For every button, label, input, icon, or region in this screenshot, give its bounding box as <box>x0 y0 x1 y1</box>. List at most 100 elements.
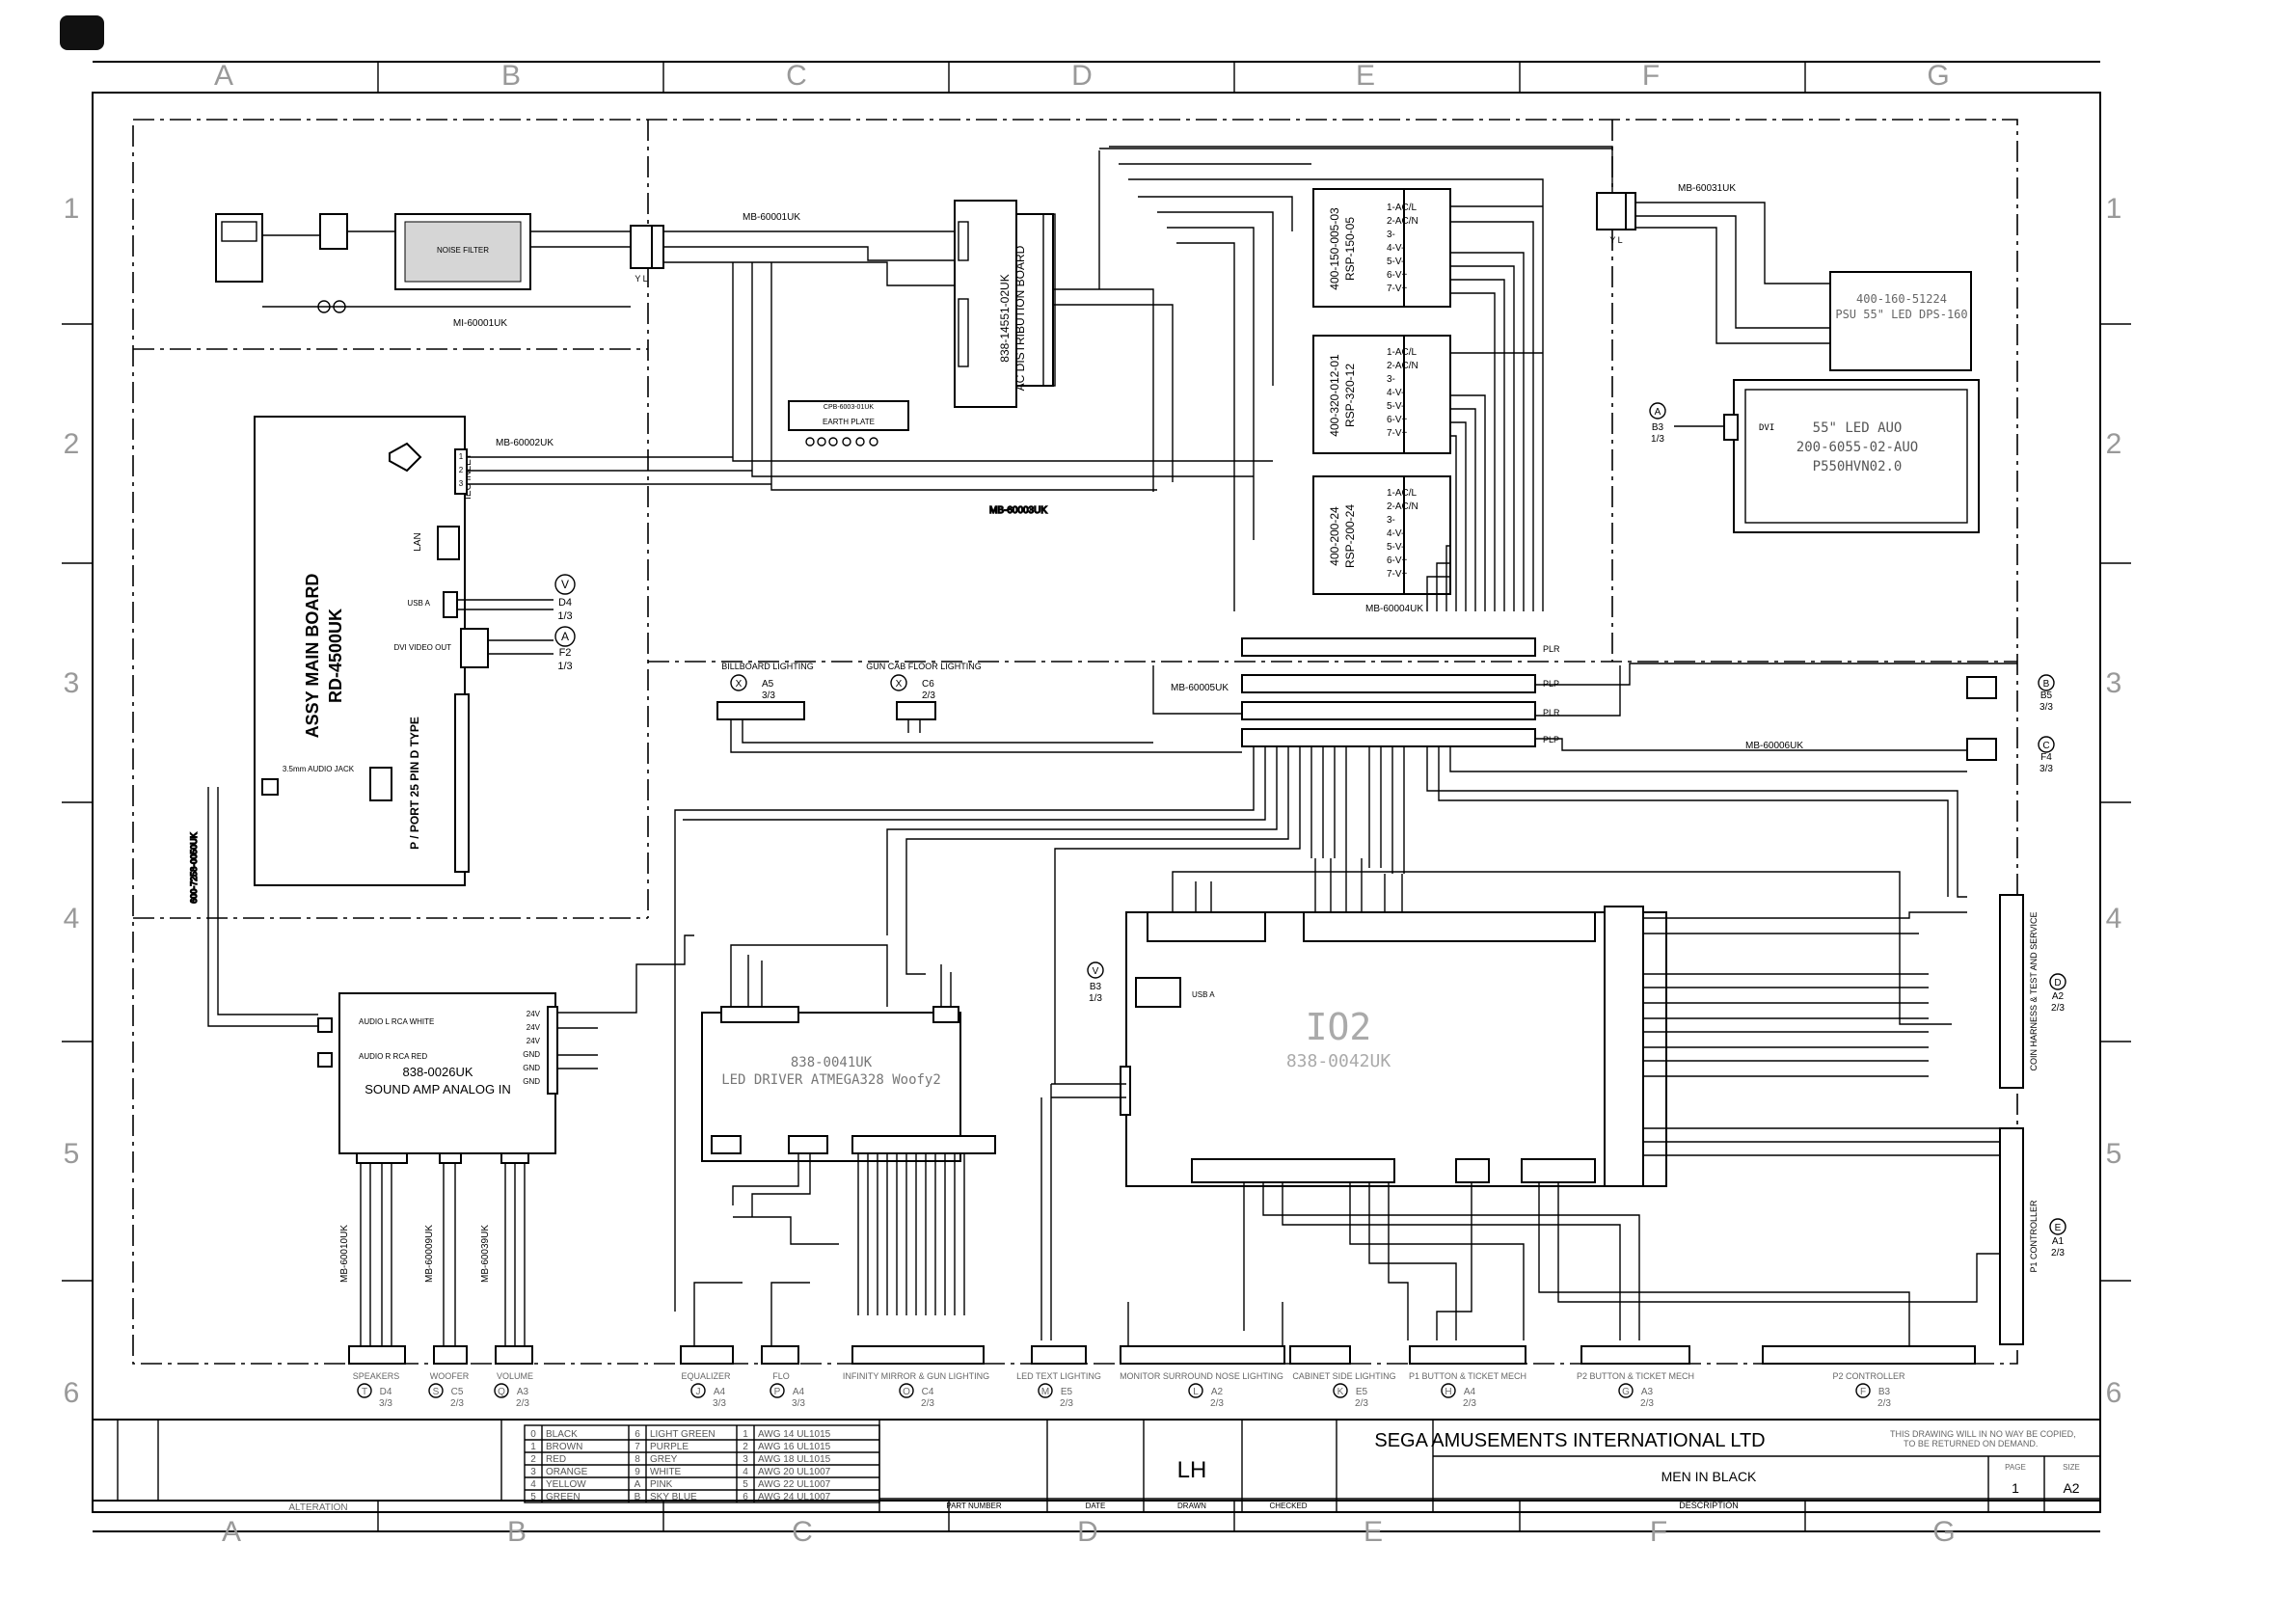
svg-text:LAN: LAN <box>413 532 423 551</box>
svg-text:F2: F2 <box>559 647 572 659</box>
svg-text:BILLBOARD LIGHTING: BILLBOARD LIGHTING <box>721 662 814 671</box>
outer-frame <box>92 92 2101 1502</box>
svg-text:MB-60004UK: MB-60004UK <box>1365 604 1423 614</box>
svg-text:2/3: 2/3 <box>1640 1398 1654 1409</box>
right-ref-c: C F4 3/3 MB-60006UK <box>1745 736 2055 774</box>
svg-text:P1 BUTTON & TICKET MECH: P1 BUTTON & TICKET MECH <box>1409 1371 1526 1381</box>
svg-text:2-AC/N: 2-AC/N <box>1387 216 1418 227</box>
svg-text:E: E <box>1364 1516 1383 1548</box>
svg-text:2-AC/N: 2-AC/N <box>1387 361 1418 371</box>
svg-text:M: M <box>1041 1387 1049 1397</box>
title-block: ALTERATION PART NUMBER DATE DRAWN CHECKE… <box>92 1419 2101 1513</box>
svg-text:P550HVN02.0: P550HVN02.0 <box>1813 459 1903 474</box>
svg-text:CPB-6003-01UK: CPB-6003-01UK <box>824 404 874 411</box>
grid-ticks <box>62 62 2131 1531</box>
svg-text:SPEAKERS: SPEAKERS <box>353 1371 400 1381</box>
svg-text:AUDIO R RCA RED: AUDIO R RCA RED <box>359 1052 427 1061</box>
svg-text:P1 CONTROLLER: P1 CONTROLLER <box>2029 1200 2039 1273</box>
svg-text:IO2: IO2 <box>1306 1006 1372 1048</box>
colour-key-cell: 9 <box>635 1467 640 1477</box>
svg-text:2/3: 2/3 <box>1355 1398 1368 1409</box>
svg-text:WOOFER: WOOFER <box>430 1371 470 1381</box>
svg-text:Y L: Y L <box>635 274 647 284</box>
svg-text:DATE: DATE <box>1086 1502 1106 1510</box>
led-driver-board: 838-0041UK LED DRIVER ATMEGA328 Woofy2 <box>701 1006 996 1162</box>
bottom-connectors <box>348 1302 1976 1365</box>
svg-text:2/3: 2/3 <box>922 690 935 701</box>
svg-text:B3: B3 <box>1090 982 1102 992</box>
svg-text:GND: GND <box>523 1064 540 1072</box>
svg-text:3/3: 3/3 <box>2039 702 2053 713</box>
svg-text:6-V+: 6-V+ <box>1387 270 1408 281</box>
svg-text:GND: GND <box>523 1077 540 1086</box>
svg-text:A4: A4 <box>1464 1387 1476 1397</box>
svg-text:MB-60001UK: MB-60001UK <box>743 212 800 223</box>
colour-key-cell: LIGHT GREEN <box>650 1429 716 1440</box>
svg-text:2: 2 <box>459 466 464 474</box>
svg-text:DESCRIPTION: DESCRIPTION <box>1679 1501 1739 1510</box>
svg-text:2/3: 2/3 <box>1060 1398 1073 1409</box>
svg-text:MB-60002UK: MB-60002UK <box>496 438 554 448</box>
svg-text:A: A <box>214 60 233 92</box>
svg-text:A3: A3 <box>1641 1387 1654 1397</box>
svg-text:1/3: 1/3 <box>1651 434 1664 445</box>
psu-rsp-320-12: 400-320-012-01 RSP-320-12 1-AC/L2-AC/N 3… <box>1312 335 1451 454</box>
p1-controller-connector: P1 CONTROLLER E A1 2/3 <box>1919 1127 2066 1345</box>
svg-text:6: 6 <box>64 1377 80 1409</box>
svg-text:F: F <box>1650 1516 1667 1548</box>
svg-text:7-V+: 7-V+ <box>1387 569 1408 580</box>
svg-text:400-150-005-03: 400-150-005-03 <box>1328 207 1341 290</box>
colour-key-cell: AWG 20 UL1007 <box>758 1467 831 1477</box>
colour-key-cell: 4 <box>743 1467 748 1477</box>
colour-key-cell: SKY BLUE <box>650 1492 697 1502</box>
svg-text:6-V+: 6-V+ <box>1387 555 1408 566</box>
psu-feed-wiring: MB-60003UK <box>732 146 1613 611</box>
svg-text:C: C <box>2042 741 2049 751</box>
colour-key-cell: 7 <box>635 1442 640 1452</box>
colour-key-cell: 0 <box>530 1429 536 1440</box>
speaker-woofer-volume-wiring <box>360 1163 526 1346</box>
bus-drop-wires <box>674 746 1967 1312</box>
svg-text:4: 4 <box>2106 903 2122 934</box>
led-driver-wiring <box>693 944 965 1315</box>
svg-text:ASSY MAIN BOARD: ASSY MAIN BOARD <box>303 574 322 739</box>
svg-text:55" LED AUO: 55" LED AUO <box>1813 420 1903 436</box>
svg-text:B: B <box>507 1516 527 1548</box>
svg-text:G: G <box>1622 1387 1630 1397</box>
svg-text:2: 2 <box>64 428 80 460</box>
svg-text:600-7258-0050UK: 600-7258-0050UK <box>189 832 199 904</box>
svg-text:C4: C4 <box>922 1387 934 1397</box>
svg-text:1: 1 <box>2106 193 2122 225</box>
mb-60001uk-wiring: MB-60001UK <box>663 212 956 286</box>
svg-text:SIZE: SIZE <box>2063 1463 2080 1472</box>
svg-text:4-V-: 4-V- <box>1387 388 1404 398</box>
svg-text:CABINET SIDE LIGHTING: CABINET SIDE LIGHTING <box>1292 1371 1395 1381</box>
svg-text:DVI: DVI <box>1759 423 1774 433</box>
svg-text:E: E <box>1356 60 1375 92</box>
colour-key-cell: 6 <box>743 1492 748 1502</box>
svg-text:THIS DRAWING WILL IN NO WAY BE: THIS DRAWING WILL IN NO WAY BE COPIED, <box>1890 1429 2076 1439</box>
svg-text:B3: B3 <box>1878 1387 1891 1397</box>
svg-text:A4: A4 <box>714 1387 726 1397</box>
svg-text:D4: D4 <box>380 1387 392 1397</box>
svg-text:24V: 24V <box>527 1037 541 1045</box>
svg-text:PLP: PLP <box>1543 679 1559 689</box>
svg-text:3/3: 3/3 <box>762 690 775 701</box>
svg-text:1: 1 <box>64 193 80 225</box>
svg-text:P / PORT 25 PIN D TYPE: P / PORT 25 PIN D TYPE <box>408 717 421 850</box>
svg-text:3/3: 3/3 <box>713 1398 726 1409</box>
svg-text:2/3: 2/3 <box>2051 1248 2065 1259</box>
svg-text:J: J <box>696 1387 701 1397</box>
svg-text:E5: E5 <box>1356 1387 1368 1397</box>
svg-text:F4: F4 <box>2040 752 2052 763</box>
svg-text:SEGA AMUSEMENTS INTERNATIONAL: SEGA AMUSEMENTS INTERNATIONAL LTD <box>1374 1430 1765 1451</box>
svg-text:24V: 24V <box>527 1023 541 1032</box>
svg-text:B5: B5 <box>2040 690 2053 701</box>
colour-key-cell: 4 <box>530 1479 536 1490</box>
svg-text:Q: Q <box>498 1387 505 1397</box>
svg-text:2/3: 2/3 <box>1877 1398 1891 1409</box>
svg-text:838-0026UK: 838-0026UK <box>403 1065 473 1079</box>
svg-text:ALTERATION: ALTERATION <box>288 1502 347 1513</box>
svg-text:A3: A3 <box>517 1387 529 1397</box>
